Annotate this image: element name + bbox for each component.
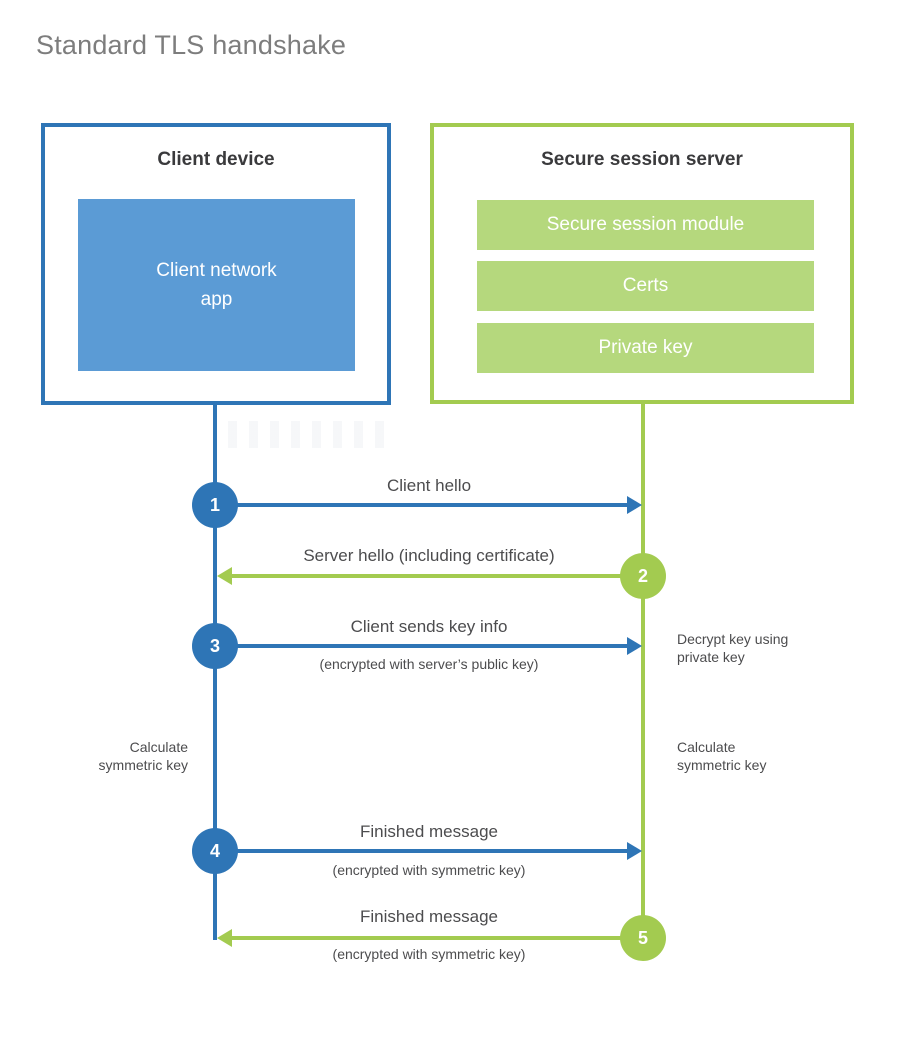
msg-4-arrowhead-icon (627, 842, 642, 860)
msg-4-label: Finished message (360, 822, 498, 841)
msg-3-arrowhead-icon (627, 637, 642, 655)
step-circle-1: 1 (192, 482, 238, 528)
client-device-box: Client device Client network app (41, 123, 391, 405)
step-circle-2: 2 (620, 553, 666, 599)
secure-session-server-title: Secure session server (541, 149, 743, 170)
page-title: Standard TLS handshake (36, 30, 347, 60)
msg-4-sublabel: (encrypted with symmetric key) (332, 862, 526, 878)
decrypt-key-note: Decrypt key using private key (677, 631, 789, 665)
msg-1-arrowhead-icon (627, 496, 642, 514)
secure-session-server-box: Secure session server Secure session mod… (430, 123, 854, 404)
server-module-private-key: Private key (477, 323, 814, 373)
step-number-2: 2 (637, 565, 648, 586)
calculate-symmetric-key-note-server: Calculate symmetric key (677, 739, 767, 773)
client-lifeline (213, 403, 217, 940)
msg-3-line (215, 644, 628, 648)
step-number-4: 4 (209, 840, 220, 861)
client-network-app-box: Client network app (78, 199, 355, 371)
msg-5-line (231, 936, 643, 940)
step-number-3: 3 (209, 635, 220, 656)
server-lifeline (641, 402, 645, 938)
msg-2-label: Server hello (including certificate) (303, 546, 555, 565)
step-circle-5: 5 (620, 915, 666, 961)
ghost-artifact (228, 421, 390, 448)
step-number-5: 5 (637, 927, 648, 948)
msg-2-line (231, 574, 643, 578)
step-number-1: 1 (209, 494, 220, 515)
msg-2-arrowhead-icon (217, 567, 232, 585)
msg-4-line (215, 849, 628, 853)
step-circle-4: 4 (192, 828, 238, 874)
client-device-title: Client device (157, 149, 275, 170)
calculate-symmetric-key-note-client: Calculate symmetric key (98, 739, 188, 773)
msg-5-arrowhead-icon (217, 929, 232, 947)
msg-5-sublabel: (encrypted with symmetric key) (332, 946, 526, 962)
msg-5-label: Finished message (360, 907, 498, 926)
server-module-certs: Certs (477, 261, 814, 311)
msg-3-label: Client sends key info (350, 617, 508, 636)
step-circle-3: 3 (192, 623, 238, 669)
msg-3-sublabel: (encrypted with server’s public key) (319, 656, 539, 672)
server-module-secure-session: Secure session module (477, 200, 814, 250)
msg-1-line (215, 503, 628, 507)
msg-1-label: Client hello (386, 476, 472, 495)
